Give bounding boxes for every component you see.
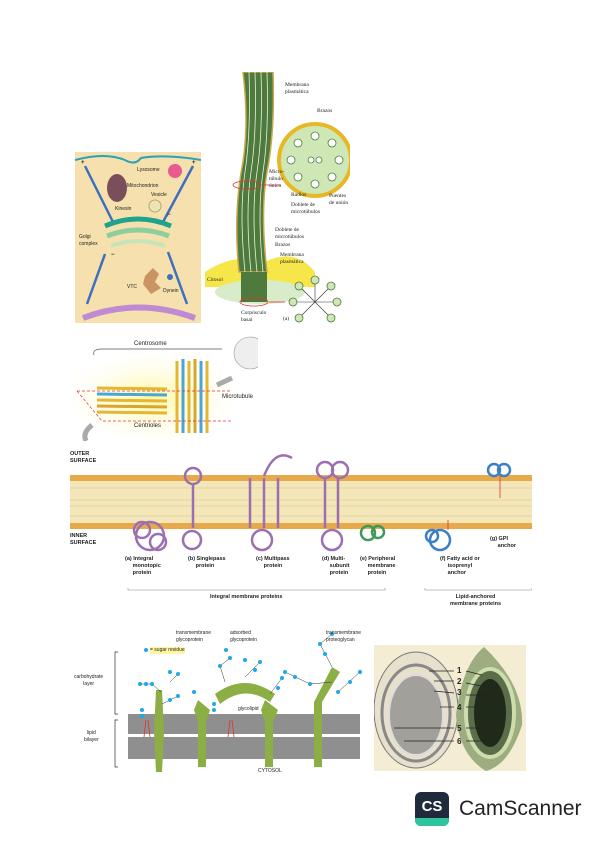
membrane-drawing <box>70 454 532 591</box>
micrograph-label-3: 3 <box>457 688 462 697</box>
cilium-diagram: Membrana plasmática Brazos Micro- túbulo… <box>205 72 350 324</box>
radios-label: Radios <box>291 192 307 198</box>
minus-end-label: − <box>111 252 115 258</box>
mitochondrion-label: Mitochondrion <box>127 183 159 189</box>
membrane-proteins-diagram: OUTER SURFACE INNER SURFACE (a) Integral… <box>70 448 532 608</box>
outer-surface-label: OUTER SURFACE <box>70 451 97 464</box>
cytosol-label: CYTOSOL <box>258 768 282 774</box>
corpusculo-basal-label: Corpúsculo basal <box>241 310 267 323</box>
lipid-bilayer-label: lipid bilayer <box>84 730 99 743</box>
vesicle-label: Vesicle <box>151 192 167 198</box>
label-g: (g) GPI anchor <box>490 536 516 549</box>
brazos-label-2: Brazos <box>275 242 291 248</box>
label-d: (d) Multi- subunit protein <box>322 556 350 576</box>
micrograph-label-5: 5 <box>457 724 462 733</box>
transmembrane-proteoglycan-label: transmembrane proteoglycan <box>326 630 362 643</box>
centrioles-label: Centrioles <box>134 423 162 429</box>
doblete-label-2: Doblete de microtúbulos <box>275 227 305 240</box>
centrosome-label: Centrosome <box>134 341 167 347</box>
lysosome-label: Lysosome <box>137 167 160 173</box>
citosol-label: Citosol <box>207 277 223 283</box>
logo-text: CS <box>421 798 443 815</box>
vtc-label: VTC <box>127 284 137 290</box>
micrograph-drawing <box>374 647 523 771</box>
glycocalyx-diagram: = sugar residue transmembrane glycoprote… <box>70 622 370 774</box>
adsorbed-glycoprotein-label: adsorbed glycoprotein <box>230 630 257 643</box>
integral-group-label: Integral membrane proteins <box>210 594 283 600</box>
cilium-drawing <box>205 72 350 323</box>
transmembrane-glycoprotein-label: transmembrane glycoprotein <box>176 630 212 643</box>
brazos-label: Brazos <box>317 108 333 114</box>
micrograph-label-4: 4 <box>457 703 462 712</box>
membrana-plasmatica-label: Membrana plasmática <box>285 82 309 95</box>
kinesin-label: Kinesin <box>115 206 132 212</box>
plus-end-label: + <box>192 160 196 166</box>
transport-drawing <box>75 155 201 321</box>
glycocalyx-drawing <box>114 632 362 772</box>
micrograph-label-2: 2 <box>457 677 462 686</box>
minus-end-label: − <box>167 212 171 218</box>
membrana-plasmatica-label-2: Membrana plasmática <box>280 252 304 265</box>
doblete-label: Doblete de microtúbulos <box>291 202 321 215</box>
lipid-anchored-group-label: Lipid-anchored membrane proteins <box>450 594 502 607</box>
camscanner-logo: CS <box>415 792 449 826</box>
microtubulo-label: Micro- túbulo único <box>269 169 285 189</box>
label-f: (f) Fatty acid or isoprenyl anchor <box>440 556 480 576</box>
glycolipid-label: glycolipid <box>238 706 259 712</box>
golgi-label: Golgi complex <box>79 234 98 247</box>
brand-name: CamScanner <box>459 797 582 820</box>
sugar-residue-legend: = sugar residue <box>150 647 185 654</box>
plus-end-label: + <box>81 160 85 166</box>
micrograph-image: 1 2 3 4 5 6 <box>374 645 526 771</box>
centrosome-diagram: Centrosome Microtubule Centrioles <box>72 333 258 441</box>
transport-diagram: + + − − Lysosome Mitochondrion Kinesin V… <box>75 152 201 323</box>
microtubule-label: Microtubule <box>222 394 254 400</box>
dynein-label: Dynein <box>163 288 179 294</box>
inner-surface-label: INNER SURFACE <box>70 533 97 546</box>
micrograph-label-6: 6 <box>457 737 462 746</box>
label-c: (c) Multipass protein <box>256 556 290 569</box>
puentes-label: Puentes de unión <box>329 193 349 206</box>
label-a: (a) Integral monotopic protein <box>125 556 161 576</box>
carbohydrate-layer-label: carbohydrate layer <box>74 674 104 687</box>
centrosome-drawing <box>72 336 258 441</box>
panel-letter: (a) <box>283 316 290 322</box>
camscanner-watermark: CS CamScanner <box>415 792 582 826</box>
micrograph-label-1: 1 <box>457 666 462 675</box>
label-e: (e) Peripheral membrane protein <box>360 556 396 576</box>
label-b: (b) Singlepass protein <box>188 556 226 569</box>
